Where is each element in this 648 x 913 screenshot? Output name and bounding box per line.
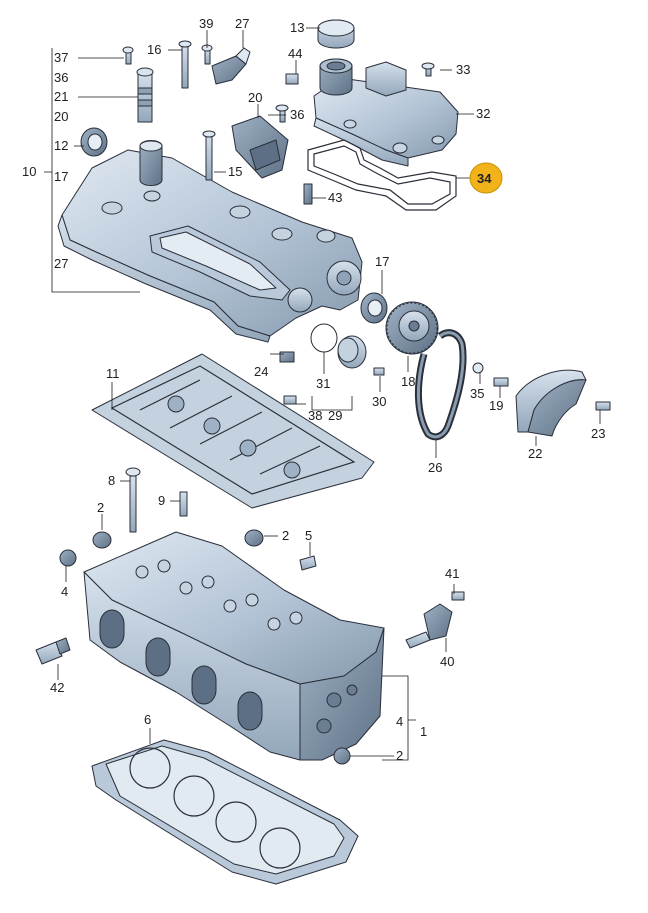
shaft-seal-12 xyxy=(80,127,108,157)
cylinder-head-gasket xyxy=(91,739,359,885)
label-27-left: 27 xyxy=(54,256,68,271)
label-24: 24 xyxy=(254,364,268,379)
sensor-top xyxy=(211,47,251,85)
label-4-right: 4 xyxy=(396,714,403,729)
label-9: 9 xyxy=(158,493,165,508)
label-36-left: 36 xyxy=(54,70,68,85)
label-21: 21 xyxy=(54,89,68,104)
label-20-left: 20 xyxy=(54,109,68,124)
label-17-left: 17 xyxy=(54,169,68,184)
bolts xyxy=(122,40,435,205)
label-8: 8 xyxy=(108,473,115,488)
highlight-marker xyxy=(469,162,503,194)
label-19: 19 xyxy=(489,398,503,413)
label-33: 33 xyxy=(456,62,470,77)
shaft-seal-17 xyxy=(360,292,388,324)
label-41: 41 xyxy=(445,566,459,581)
label-10: 10 xyxy=(22,164,36,179)
label-6: 6 xyxy=(144,712,151,727)
label-31: 31 xyxy=(316,376,330,391)
toothed-belt xyxy=(414,329,467,441)
label-2-upper-right: 2 xyxy=(282,528,289,543)
label-39: 39 xyxy=(199,16,213,31)
small-parts-right xyxy=(279,323,611,411)
label-12: 12 xyxy=(54,138,68,153)
label-23: 23 xyxy=(591,426,605,441)
label-35: 35 xyxy=(470,386,484,401)
part-labels: 13 39 27 37 16 44 33 36 21 20 20 36 32 1… xyxy=(22,16,605,763)
label-27-top: 27 xyxy=(235,16,249,31)
valve-seats xyxy=(135,559,303,631)
leader-lines xyxy=(44,27,601,761)
label-2-lower: 2 xyxy=(396,748,403,763)
camshaft-adjuster-valve xyxy=(136,67,154,123)
label-32: 32 xyxy=(476,106,490,121)
label-44: 44 xyxy=(288,46,302,61)
label-37: 37 xyxy=(54,50,68,65)
label-1: 1 xyxy=(420,724,427,739)
label-4-left: 4 xyxy=(61,584,68,599)
label-38: 38 xyxy=(308,408,322,423)
label-34: 34 xyxy=(477,171,492,186)
label-20-sensor: 20 xyxy=(248,90,262,105)
label-16: 16 xyxy=(147,42,161,57)
label-30: 30 xyxy=(372,394,386,409)
camshaft-sensor xyxy=(231,115,289,179)
label-17-right: 17 xyxy=(375,254,389,269)
label-5: 5 xyxy=(305,528,312,543)
label-11: 11 xyxy=(106,366,120,381)
label-43: 43 xyxy=(328,190,342,205)
cylinder-head-cover xyxy=(313,58,459,167)
small-parts-lower xyxy=(35,467,465,765)
oil-filler-cap xyxy=(317,19,355,49)
label-13: 13 xyxy=(290,20,304,35)
head-cover-gasket xyxy=(91,353,375,509)
camshaft-housing xyxy=(57,140,363,343)
intake-ports xyxy=(99,609,263,731)
label-15: 15 xyxy=(228,164,242,179)
camshaft-pulley xyxy=(385,301,439,355)
label-2-upper-left: 2 xyxy=(97,500,104,515)
label-36-right: 36 xyxy=(290,107,304,122)
label-42: 42 xyxy=(50,680,64,695)
cylinder-head xyxy=(83,531,385,761)
cover-gasket xyxy=(307,139,457,211)
label-29: 29 xyxy=(328,408,342,423)
label-40: 40 xyxy=(440,654,454,669)
label-18: 18 xyxy=(401,374,415,389)
label-22: 22 xyxy=(528,446,542,461)
label-26: 26 xyxy=(428,460,442,475)
belt-guard xyxy=(515,369,587,437)
